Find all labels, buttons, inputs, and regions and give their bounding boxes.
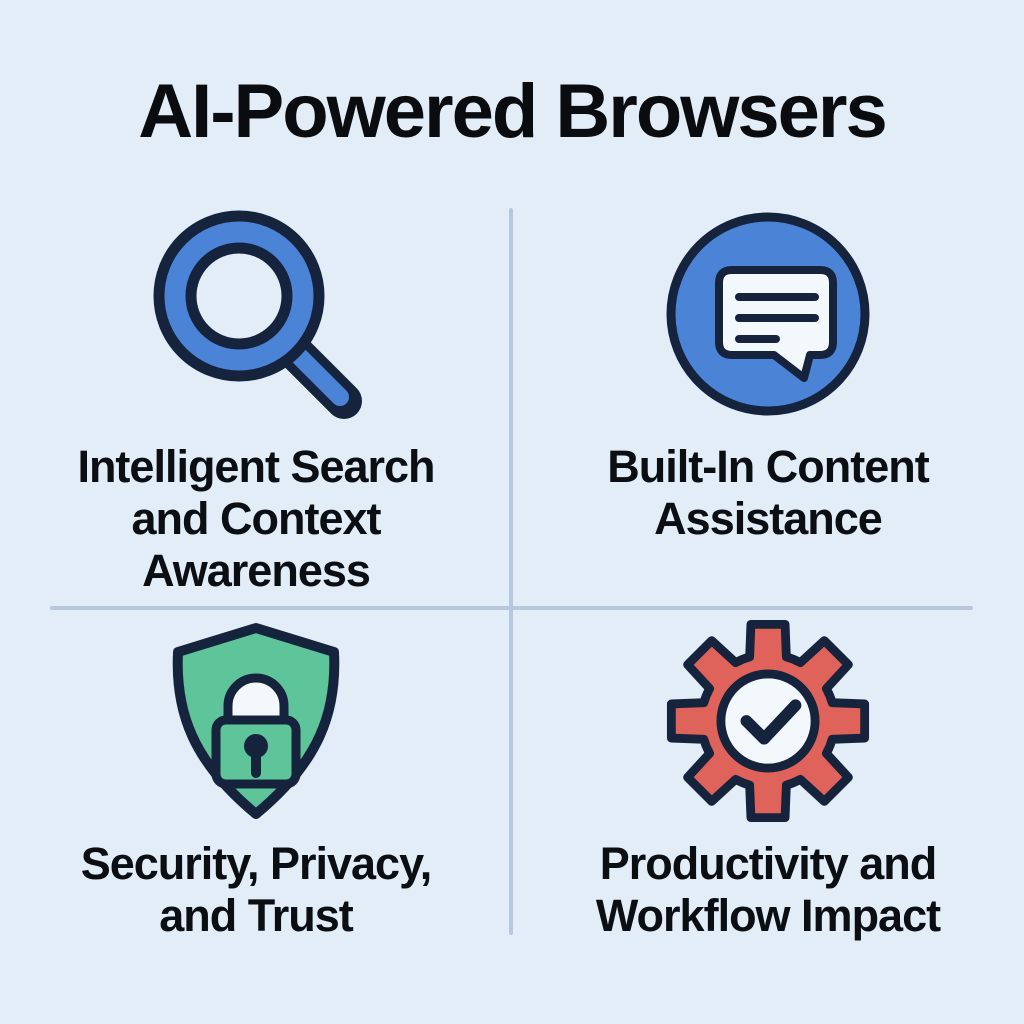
vertical-divider bbox=[509, 208, 513, 935]
horizontal-divider bbox=[50, 606, 973, 610]
quadrant-productivity-impact: Productivity and Workflow Impact bbox=[512, 614, 1024, 942]
quadrant-label-intelligent-search: Intelligent Search and Context Awareness bbox=[77, 441, 435, 597]
quadrant-content-assistance: Built-In Content Assistance bbox=[512, 196, 1024, 545]
quadrant-intelligent-search: Intelligent Search and Context Awareness bbox=[0, 196, 512, 598]
icon-container bbox=[662, 196, 874, 431]
quadrant-label-productivity-impact: Productivity and Workflow Impact bbox=[595, 838, 941, 942]
quadrant-label-security-privacy: Security, Privacy, and Trust bbox=[80, 838, 433, 942]
magnifier-search-icon bbox=[153, 210, 362, 419]
gear-check-icon bbox=[666, 619, 870, 823]
quadrant-security-privacy: Security, Privacy, and Trust bbox=[0, 614, 512, 942]
shield-lock-icon bbox=[172, 623, 340, 819]
page-title: AI-Powered Browsers bbox=[138, 69, 888, 154]
quadrant-label-content-assistance: Built-In Content Assistance bbox=[607, 441, 929, 545]
icon-container bbox=[167, 614, 345, 828]
chat-bubble-icon bbox=[666, 212, 870, 415]
icon-container bbox=[664, 614, 872, 828]
icon-container bbox=[144, 196, 369, 431]
